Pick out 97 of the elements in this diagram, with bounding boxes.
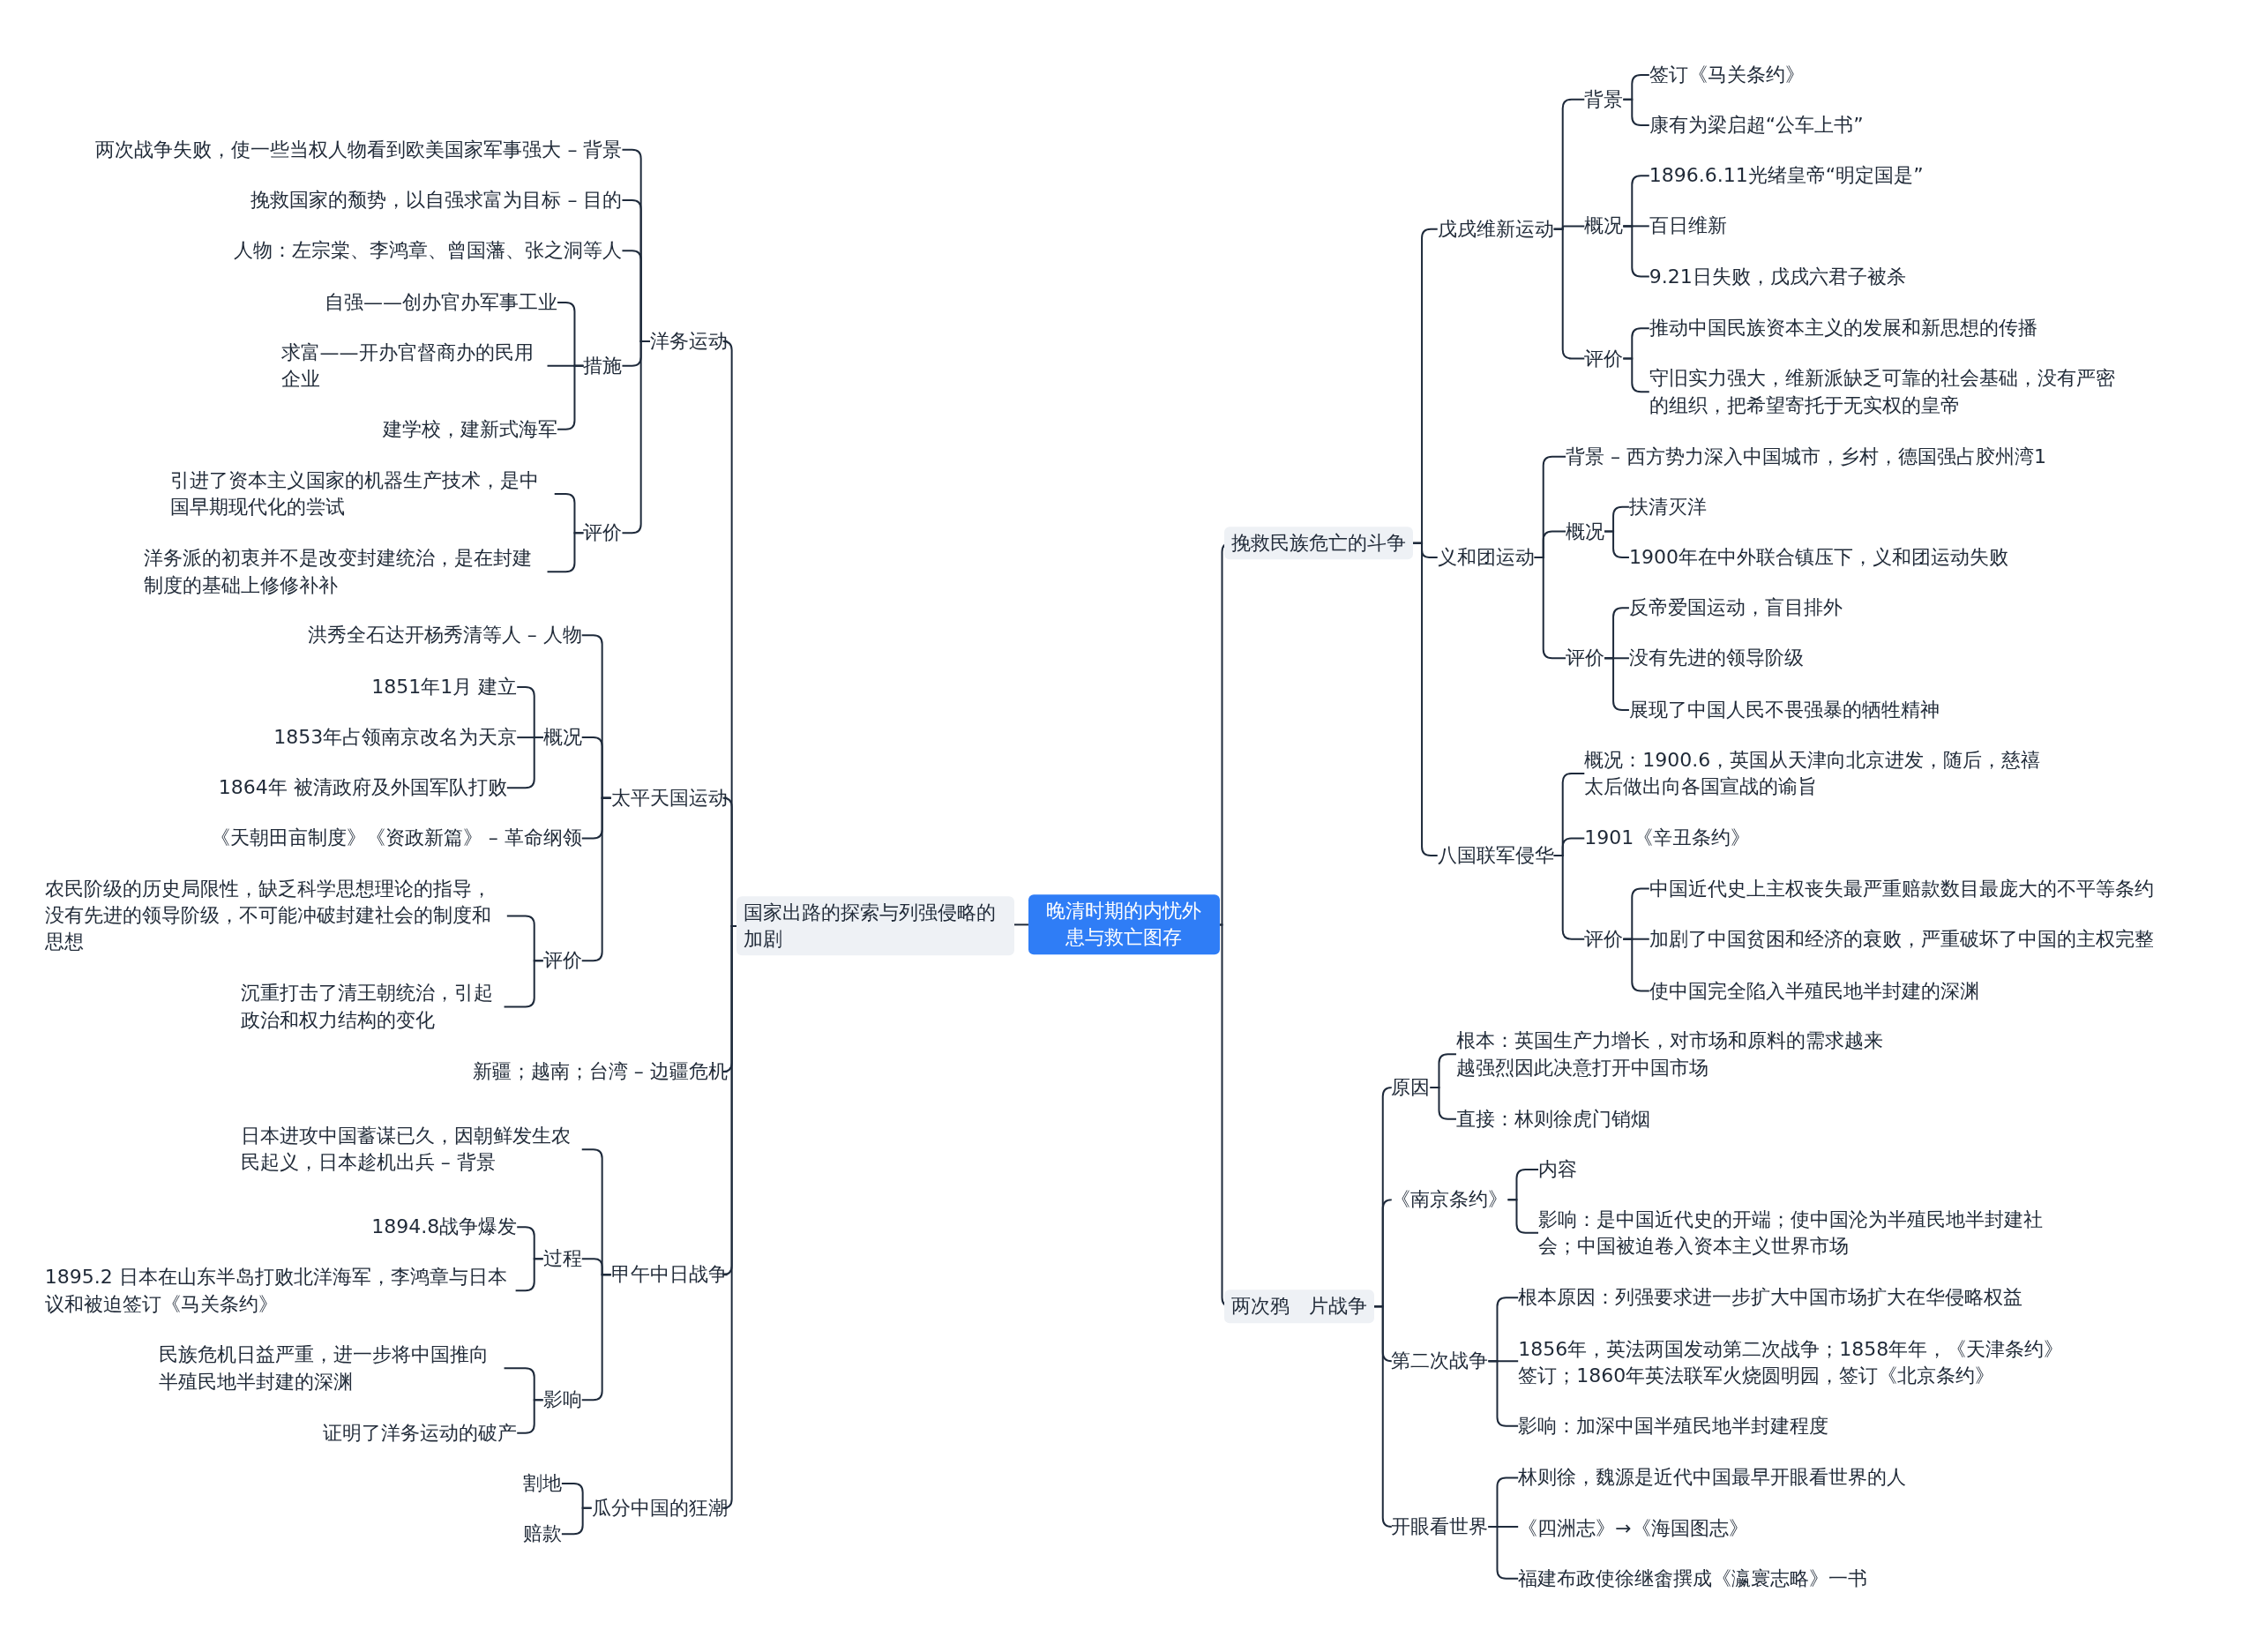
topic-text: 太平天国运动 [610,784,728,811]
topic-text: 义和团运动 [1437,543,1535,572]
topic-text: 甲午中日战争 [610,1261,728,1289]
topic-text: 1894.8战争爆发 [371,1214,518,1241]
topic-text: 推动中国民族资本主义的发展和新思想的传播 [1649,315,2037,342]
topic-text: 康有为梁启超“公车上书” [1649,111,1864,139]
topic-text: 1853年占领南京改名为天京 [273,723,518,751]
topic-text: 民族危机日益严重，进一步将中国推向半殖民地半封建的深渊 [158,1342,505,1395]
topic-text: 日本进攻中国蓄谋已久，因朝鲜发生农民起义，日本趁机出兵 – 背景 [240,1122,582,1177]
topic-text: 概况 [542,723,582,751]
topic-text: 林则徐，魏源是近代中国最早开眼看世界的人 [1518,1464,1907,1491]
topic-text: 概况 [1584,213,1624,240]
topic-text: 9.21日失败，戊戌六君子被杀 [1649,263,1906,290]
connector-line [546,532,585,573]
topic-text: 第二次战争 [1391,1348,1489,1375]
topic-text: 戊戌维新运动 [1437,215,1554,243]
topic-text: 引进了资本主义国家的机器生产技术，是中国早期现代化的尝试 [169,467,555,521]
topic-text: 1895.2 日本在山东半岛打败北洋海军，李鸿章与日本议和被迫签订《马关条约》 [44,1263,516,1318]
topic-text: 新疆；越南；台湾 – 边疆危机 [472,1058,728,1086]
topic-text: 展现了中国人民不畏强暴的牺牲精神 [1628,696,1940,724]
topic-text: 内容 [1538,1155,1578,1184]
connector-line [580,796,612,962]
topic-text: 过程 [542,1245,582,1273]
topic-text: 1896.6.11光绪皇帝“明定国是” [1649,162,1924,190]
connector-line [1429,1086,1457,1120]
connector-line [1622,98,1650,127]
connector-line [1013,923,1029,926]
topic-text: 签订《马关条约》 [1649,61,1805,89]
topic-text: 《天朝田亩制度》《资政新篇》 – 革命纲领 [210,825,582,852]
topic-text: 评价 [1584,345,1624,372]
connector-line [503,960,544,1008]
topic-box: 国家出路的探索与列强侵略的加剧 [736,896,1014,956]
topic-text: 扶清灭洋 [1628,493,1707,520]
topic-text: 守旧实力强大，维新派缺乏可靠的社会基础，没有严密的组织，把希望寄托于无实权的皇帝 [1649,364,2120,419]
topic-box: 两次鸦 片战争 [1224,1289,1375,1323]
connector-line [1373,1305,1393,1528]
topic-text: 开眼看世界 [1391,1513,1489,1541]
central-topic: 晚清时期的内忧外患与救亡图存 [1028,894,1220,955]
connector-line [1604,530,1630,558]
topic-text: 概况：1900.6，英国从天津向北京进发，随后，慈禧太后做出向各国宣战的谕旨 [1584,746,2056,801]
connector-line [580,1274,612,1402]
connector-line [1622,357,1650,393]
connector-line [560,1506,593,1536]
topic-text: 根本：英国生产力增长，对市场和原料的需求越来越强烈因此决意打开中国市场 [1455,1028,1884,1081]
topic-text: 影响：是中国近代史的开端；使中国沦为半殖民地半封建社会；中国被迫卷入资本主义世界市场 [1538,1206,2047,1260]
topic-text: 割地 [522,1469,562,1498]
topic-text: 评价 [1566,645,1605,672]
topic-text: 建学校，建新式海军 [382,415,557,443]
topic-text: 人物：左宗棠、李鸿章、曾国藩、张之洞等人 [234,236,623,265]
topic-text: 概况 [1566,518,1605,545]
topic-text: 影响：加深中国半殖民地半封建程度 [1518,1412,1829,1439]
topic-text: 洋务运动 [649,327,728,355]
topic-text: 背景 [1584,86,1624,113]
topic-text: 《南京条约》 [1391,1186,1508,1214]
topic-text: 求富——开办官督商办的民用企业 [280,339,548,393]
topic-text: 自强——创办官办军事工业 [324,288,557,317]
topic-box: 挽救民族危亡的斗争 [1224,526,1414,560]
topic-text: 两次战争失败，使一些当权人物看到欧美国家军事强大 – 背景 [95,136,623,163]
connector-line [516,1399,544,1434]
topic-text: 根本原因：列强要求进一步扩大中国市场扩大在华侵略权益 [1518,1284,2023,1312]
topic-text: 1864年 被清政府及外国军队打败 [218,774,507,802]
connector-line [1412,542,1439,856]
topic-text: 直接：林则徐虎门销烟 [1455,1105,1650,1132]
topic-text: 福建布政使徐继畬撰成《瀛寰志略》一书 [1518,1565,1868,1592]
connector-line [1552,228,1586,360]
topic-text: 《四洲志》→《海国图志》 [1518,1514,1748,1542]
topic-text: 使中国完全陷入半殖民地半封建的深渊 [1649,977,1979,1005]
topic-text: 评价 [1584,925,1624,953]
connector-line [1552,855,1586,940]
topic-text: 背景 – 西方势力深入中国城市，乡村，德国强占胶州湾1 [1566,443,2047,470]
topic-text: 加剧了中国贫困和经济的衰败，严重破坏了中国的主权完整 [1649,925,2154,953]
topic-text: 原因 [1391,1073,1431,1102]
topic-text: 洋务派的初衷并不是改变封建统治，是在封建制度的基础上修修补补 [144,544,548,599]
topic-text: 评价 [583,520,623,547]
connector-line [1533,556,1567,660]
topic-text: 证明了洋务运动的破产 [323,1419,518,1446]
topic-text: 影响 [542,1387,582,1414]
topic-text: 瓜分中国的狂潮 [591,1494,728,1521]
topic-text: 措施 [583,352,623,379]
topic-text: 没有先进的领导阶级 [1628,645,1804,672]
topic-text: 1856年，英法两国发动第二次战争；1858年年，《天津条约》签订；1860年英法联军火烧圆明园，签订《北京条约》 [1518,1335,2064,1390]
topic-text: 农民阶级的历史局限性，缺乏科学思想理论的指导，没有先进的领导阶级，不可能冲破封建社会的制度和思想 [44,876,507,957]
connector-line [1507,1199,1540,1234]
topic-text: 1900年在中外联合镇压下，义和团运动失败 [1628,543,2008,572]
topic-text: 八国联军侵华 [1437,841,1554,870]
topic-text: 1851年1月 建立 [371,673,518,701]
topic-text: 洪秀全石达开杨秀清等人 – 人物 [307,621,582,649]
topic-text: 评价 [542,947,582,975]
topic-text: 1901《辛丑条约》 [1584,825,1751,852]
topic-text: 中国近代史上主权丧失最严重赔款数目最庞大的不平等条约 [1649,875,2154,902]
topic-text: 沉重打击了清王朝统治，引起政治和权力结构的变化 [240,980,505,1034]
connector-line [621,340,651,534]
topic-text: 百日维新 [1649,213,1727,240]
topic-text: 反帝爱国运动，盲目排外 [1628,594,1843,622]
connector-line [514,1258,544,1292]
topic-text: 挽救国家的颓势，以自强求富为目标 – 目的 [250,186,623,214]
topic-text: 赔款 [522,1520,562,1548]
